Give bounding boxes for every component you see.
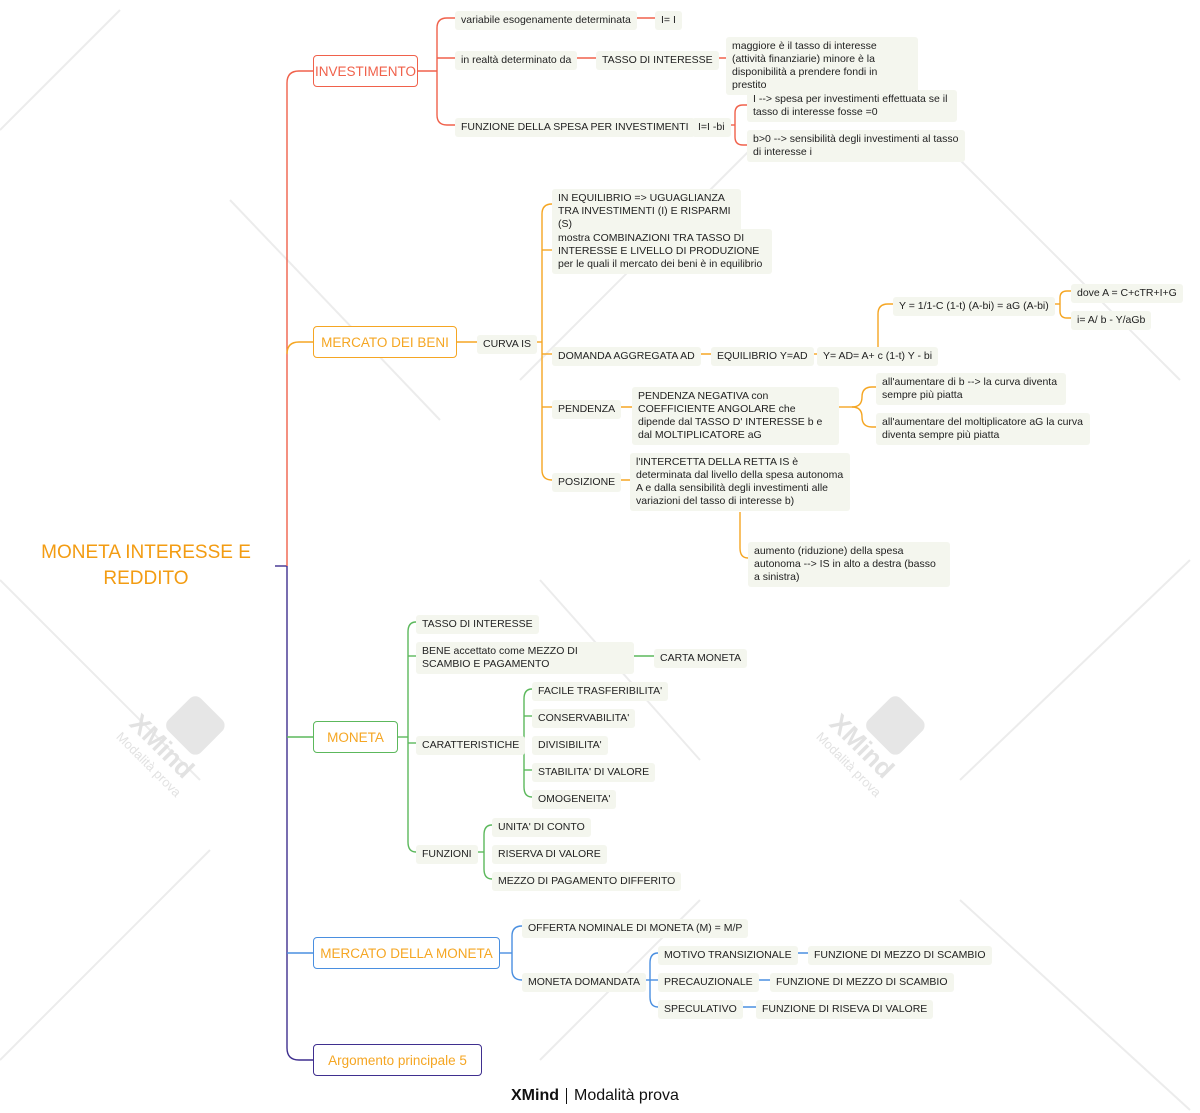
node-moneta-domandata[interactable]: MONETA DOMANDATA: [522, 973, 647, 992]
node-equilibrio-y-ad[interactable]: EQUILIBRIO Y=AD: [711, 347, 814, 366]
node-b-sensibilita[interactable]: b>0 --> sensibilità degli investimenti a…: [747, 130, 965, 162]
node-tasso-spiegazione[interactable]: maggiore è il tasso di interesse (attivi…: [726, 37, 918, 95]
footer-watermark: XMind Modalità prova: [511, 1087, 679, 1105]
node-motivo-transizionale[interactable]: MOTIVO TRANSIZIONALE: [658, 946, 798, 965]
node-offerta-nominale[interactable]: OFFERTA NOMINALE DI MONETA (M) = M/P: [522, 919, 749, 938]
node-funzione[interactable]: RISERVA DI VALORE: [492, 845, 607, 864]
footer-brand: XMind: [511, 1087, 559, 1104]
node-aumento-b[interactable]: all'aumentare di b --> la curva diventa …: [876, 373, 1066, 405]
topic-mercato-della-moneta[interactable]: MERCATO DELLA MONETA: [313, 937, 500, 969]
topic-investimento[interactable]: INVESTIMENTO: [313, 55, 418, 87]
node-caratteristica[interactable]: CONSERVABILITA': [532, 709, 636, 728]
node-i-formula-is[interactable]: i= A/ b - Y/aGb: [1071, 311, 1152, 330]
node-caratteristica[interactable]: OMOGENEITA': [532, 790, 617, 809]
node-y-formula[interactable]: Y= AD= A+ c (1-t) Y - bi: [817, 347, 939, 366]
node-speculativo[interactable]: SPECULATIVO: [658, 1000, 743, 1019]
node-funzione-scambio-2[interactable]: FUNZIONE DI MEZZO DI SCAMBIO: [770, 973, 954, 992]
node-carta-moneta[interactable]: CARTA MONETA: [654, 649, 748, 668]
node-caratteristica[interactable]: DIVISIBILITA': [532, 736, 608, 755]
node-curva-is[interactable]: CURVA IS: [477, 335, 538, 354]
node-pendenza[interactable]: PENDENZA: [552, 400, 622, 419]
node-funzioni[interactable]: FUNZIONI: [416, 845, 478, 864]
node-i-equals-i[interactable]: I= I: [655, 11, 682, 30]
node-caratteristiche[interactable]: CARATTERISTICHE: [416, 736, 526, 755]
node-caratteristica[interactable]: STABILITA' DI VALORE: [532, 763, 656, 782]
node-i-formula[interactable]: I=I -bi: [692, 118, 731, 137]
node-realta-determinato[interactable]: in realtà determinato da: [455, 51, 578, 70]
node-funzione-spesa[interactable]: FUNZIONE DELLA SPESA PER INVESTIMENTI: [455, 118, 695, 137]
node-variabile-esogena[interactable]: variabile esogenamente determinata: [455, 11, 637, 30]
node-tasso-interesse[interactable]: TASSO DI INTERESSE: [596, 51, 719, 70]
node-y-moltiplicatore[interactable]: Y = 1/1-C (1-t) (A-bi) = aG (A-bi): [893, 297, 1055, 316]
node-domanda-aggregata[interactable]: DOMANDA AGGREGATA AD: [552, 347, 701, 366]
footer-divider: [566, 1088, 567, 1104]
node-spesa-zero[interactable]: I --> spesa per investimenti effettuata …: [747, 90, 957, 122]
root-topic[interactable]: MONETA INTERESSE E REDDITO: [41, 542, 251, 589]
node-funzione-scambio-1[interactable]: FUNZIONE DI MEZZO DI SCAMBIO: [808, 946, 992, 965]
topic-moneta[interactable]: MONETA: [313, 721, 398, 753]
node-pendenza-negativa[interactable]: PENDENZA NEGATIVA con COEFFICIENTE ANGOL…: [632, 387, 839, 445]
node-in-equilibrio[interactable]: IN EQUILIBRIO => UGUAGLIANZA TRA INVESTI…: [552, 189, 741, 234]
node-funzione[interactable]: MEZZO DI PAGAMENTO DIFFERITO: [492, 872, 682, 891]
node-moneta-tasso[interactable]: TASSO DI INTERESSE: [416, 615, 539, 634]
node-caratteristica[interactable]: FACILE TRASFERIBILITA': [532, 682, 669, 701]
node-aumento-spesa[interactable]: aumento (riduzione) della spesa autonoma…: [748, 542, 950, 587]
node-funzione[interactable]: UNITA' DI CONTO: [492, 818, 591, 837]
node-dove-a[interactable]: dove A = C+cTR+I+G: [1071, 284, 1183, 303]
footer-mode: Modalità prova: [574, 1087, 679, 1104]
node-intercetta[interactable]: l'INTERCETTA DELLA RETTA IS è determinat…: [630, 453, 850, 511]
node-combinazioni[interactable]: mostra COMBINAZIONI TRA TASSO DI INTERES…: [552, 229, 772, 274]
topic-mercato-dei-beni[interactable]: MERCATO DEI BENI: [313, 326, 457, 358]
node-posizione[interactable]: POSIZIONE: [552, 473, 622, 492]
node-precauzionale[interactable]: PRECAUZIONALE: [658, 973, 759, 992]
node-bene-accettato[interactable]: BENE accettato come MEZZO DI SCAMBIO E P…: [416, 642, 634, 674]
node-funzione-riserva[interactable]: FUNZIONE DI RISEVA DI VALORE: [756, 1000, 934, 1019]
node-aumento-moltiplicatore[interactable]: all'aumentare del moltiplicatore aG la c…: [876, 413, 1090, 445]
topic-argomento-principale-5[interactable]: Argomento principale 5: [313, 1044, 482, 1076]
